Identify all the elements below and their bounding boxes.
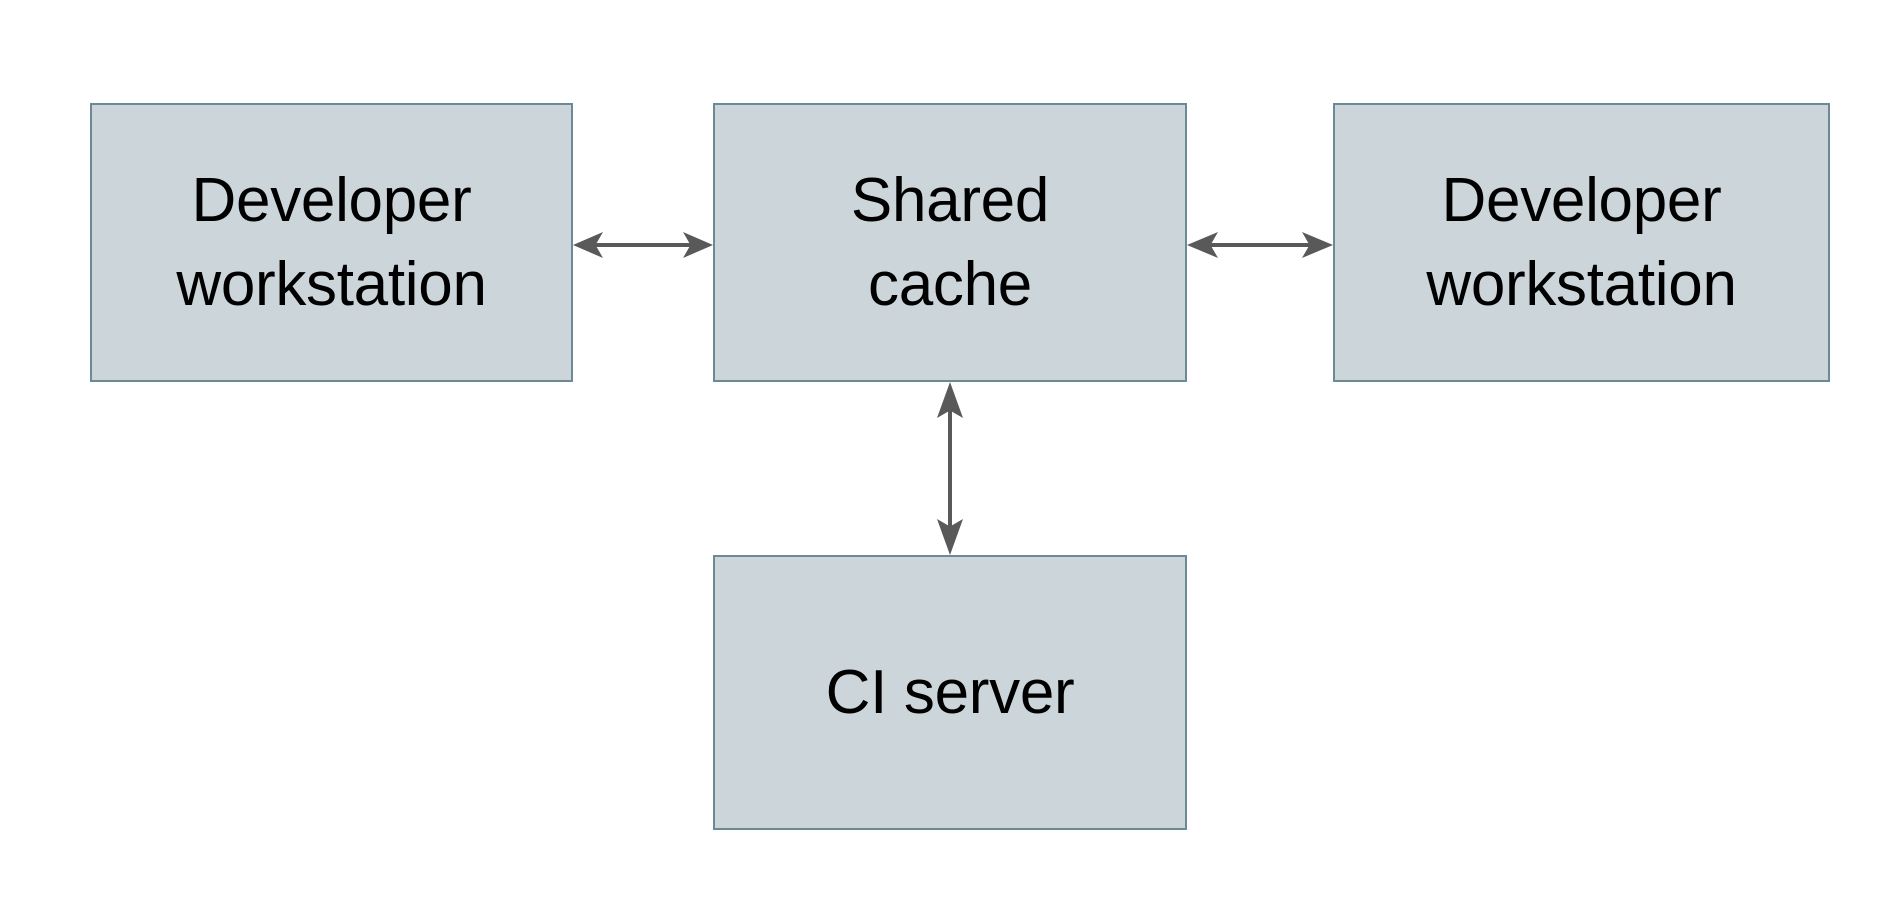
- connector-shared-cache-to-right-workstation: [1187, 222, 1333, 268]
- node-label-shared-cache: Shared cache: [850, 166, 1050, 319]
- connector-shared-cache-to-ci-server: [927, 382, 973, 555]
- node-developer-workstation-left[interactable]: Developer workstation: [90, 103, 573, 382]
- connector-left-workstation-to-shared-cache: [573, 222, 713, 268]
- node-developer-workstation-right[interactable]: Developer workstation: [1333, 103, 1830, 382]
- double-arrow-icon: [1187, 232, 1333, 258]
- node-ci-server[interactable]: CI server: [713, 555, 1187, 830]
- node-label-ci-server: CI server: [825, 657, 1075, 727]
- node-shared-cache[interactable]: Shared cache: [713, 103, 1187, 382]
- double-arrow-icon: [573, 232, 713, 258]
- double-arrow-icon: [937, 382, 963, 555]
- node-label-developer-workstation-right: Developer workstation: [1426, 166, 1737, 319]
- node-label-developer-workstation-left: Developer workstation: [176, 166, 487, 319]
